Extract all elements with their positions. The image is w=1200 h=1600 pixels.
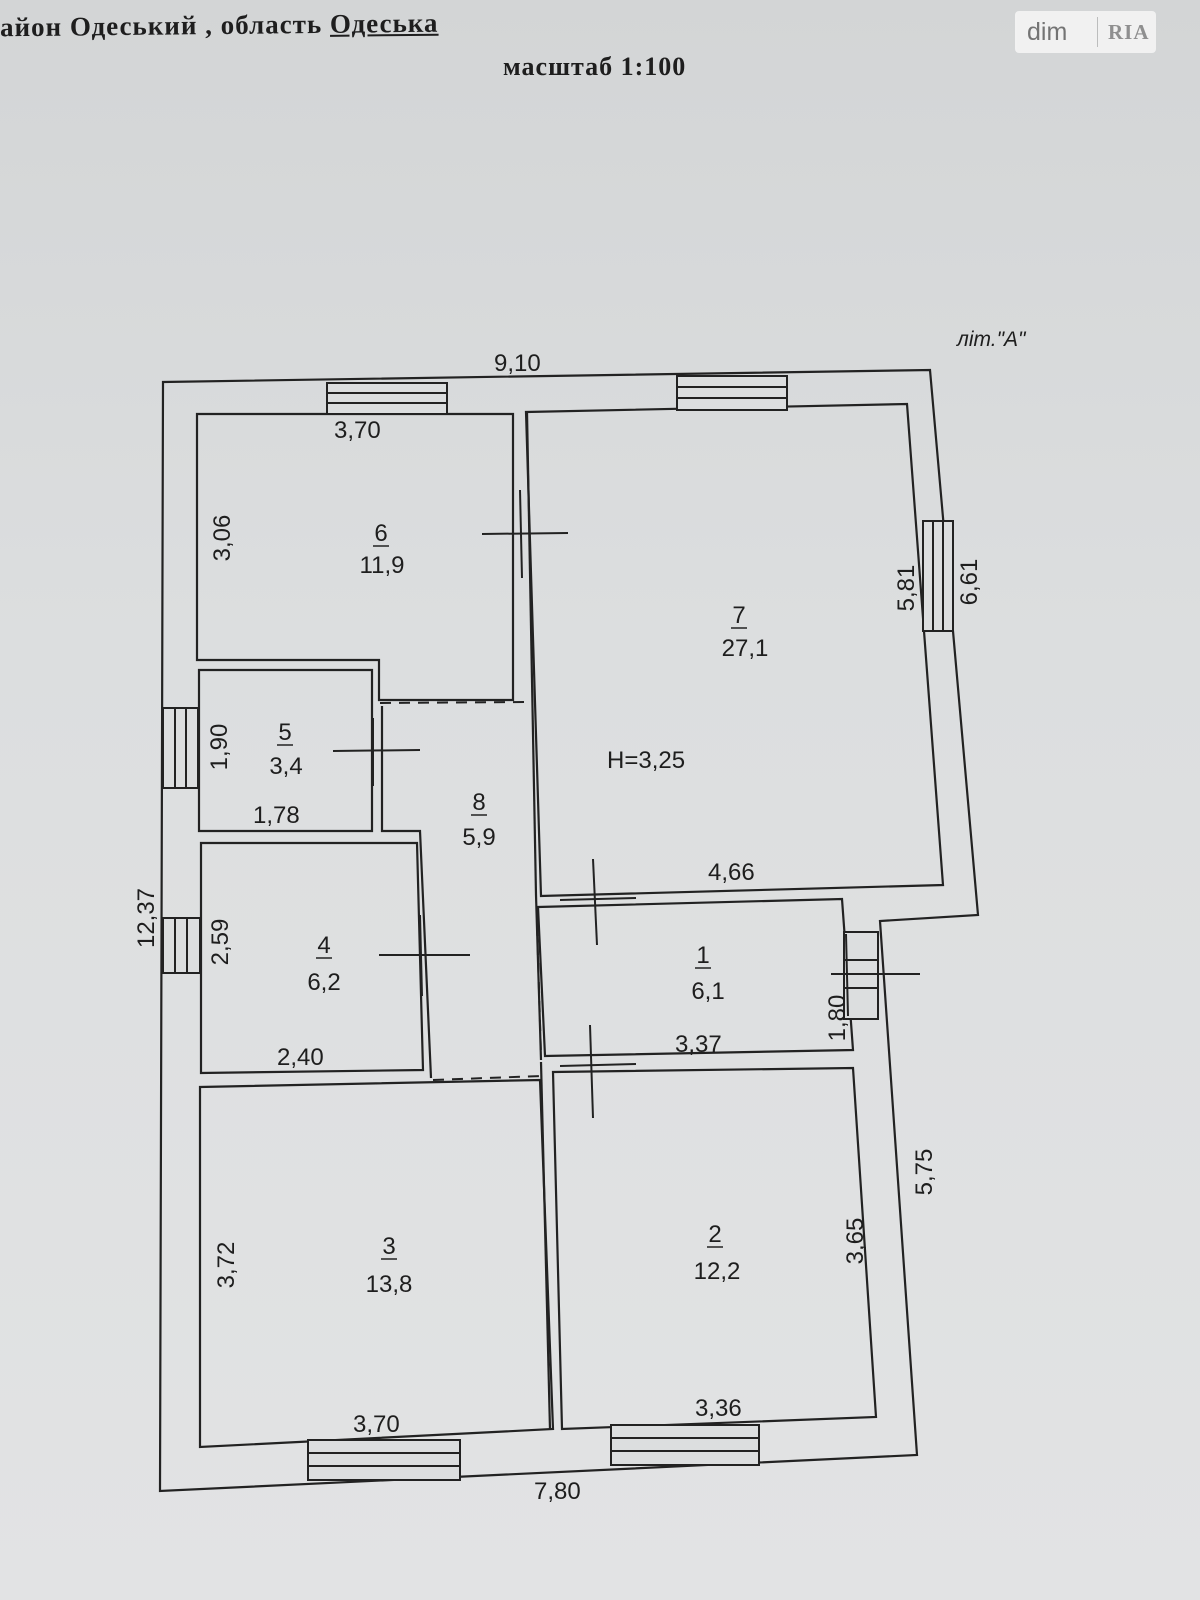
building-letter: літ."А"	[957, 328, 1026, 351]
outer-wall	[158, 368, 980, 1493]
room-8-number: 8	[472, 789, 485, 816]
room-3-length: 3,72	[213, 1242, 240, 1289]
window-right	[922, 520, 954, 632]
room-2-width: 3,36	[695, 1395, 742, 1422]
room-3-area: 13,8	[366, 1271, 413, 1298]
room-6-width: 3,70	[334, 417, 381, 444]
entrance-door-frame	[843, 931, 879, 1020]
door-6-8	[481, 489, 569, 579]
passage-dash-upper	[379, 701, 528, 704]
dim-outer-bottom: 7,80	[534, 1478, 581, 1505]
room-5-area: 3,4	[269, 753, 302, 780]
corridor-wall-left	[380, 706, 433, 1079]
room-3-width: 3,70	[353, 1411, 400, 1438]
window-top-right	[676, 375, 788, 411]
room-7-height: H=3,25	[607, 747, 685, 774]
window-top-left	[326, 382, 448, 415]
room-1-area: 6,1	[691, 978, 724, 1005]
door-7-1	[559, 858, 637, 946]
room-6-length: 3,06	[209, 515, 236, 562]
room-5-length: 1,90	[206, 724, 233, 771]
door-4-8	[379, 914, 470, 997]
entrance-door	[831, 933, 920, 1017]
room-8-area: 5,9	[462, 824, 495, 851]
room-1-length: 1,80	[824, 995, 851, 1042]
dim-outer-left: 12,37	[133, 888, 160, 948]
room-3-number: 3	[382, 1233, 395, 1260]
room-4-length: 2,59	[207, 919, 234, 966]
room-6-outline	[195, 412, 515, 702]
corridor-wall-bottom-right	[539, 1061, 552, 1431]
room-4-width: 2,40	[277, 1044, 324, 1071]
room-4-number: 4	[317, 932, 330, 959]
door-1-2	[559, 1024, 637, 1119]
dim-outer-top: 9,10	[494, 350, 541, 377]
room-7-length: 5,81	[893, 565, 920, 612]
room-4-outline	[199, 841, 425, 1075]
room-7-area: 27,1	[722, 635, 769, 662]
room-7-number: 7	[732, 602, 745, 629]
room-1-width: 3,37	[675, 1031, 722, 1058]
passage-dash-vertical	[536, 924, 542, 1056]
room-6-area: 11,9	[360, 552, 405, 579]
door-5-8	[332, 718, 421, 786]
room-3-outline	[198, 1078, 555, 1449]
room-7-width: 4,66	[708, 859, 755, 886]
watermark-separator	[1097, 17, 1098, 47]
kitchen-wall-gap	[534, 894, 543, 1061]
room-2-length: 3,65	[842, 1218, 869, 1265]
room-5-number: 5	[278, 719, 291, 746]
dim-outer-right-lower: 5,75	[911, 1149, 938, 1196]
room-1-outline	[536, 897, 855, 1058]
room-2-outline	[551, 1066, 878, 1431]
dimria-watermark: dim RIA	[1015, 11, 1156, 53]
ria-logo-icon: RIA	[1108, 19, 1150, 44]
room-4-area: 6,2	[307, 969, 340, 996]
window-left-room-4	[162, 917, 201, 974]
scale-label: масштаб 1:100	[503, 52, 687, 81]
room-1-number: 1	[696, 942, 709, 969]
room-6-number: 6	[374, 520, 387, 547]
window-bottom-left	[307, 1439, 461, 1481]
room-5-width: 1,78	[253, 802, 300, 829]
corridor-wall-right	[525, 411, 538, 896]
window-bottom-right	[610, 1424, 760, 1466]
room-2-area: 12,2	[694, 1258, 741, 1285]
dim-outer-right-upper: 6,61	[956, 559, 983, 606]
watermark-brand: dim	[1027, 17, 1068, 46]
window-left-room-5	[162, 707, 199, 789]
room-2-number: 2	[708, 1221, 721, 1248]
